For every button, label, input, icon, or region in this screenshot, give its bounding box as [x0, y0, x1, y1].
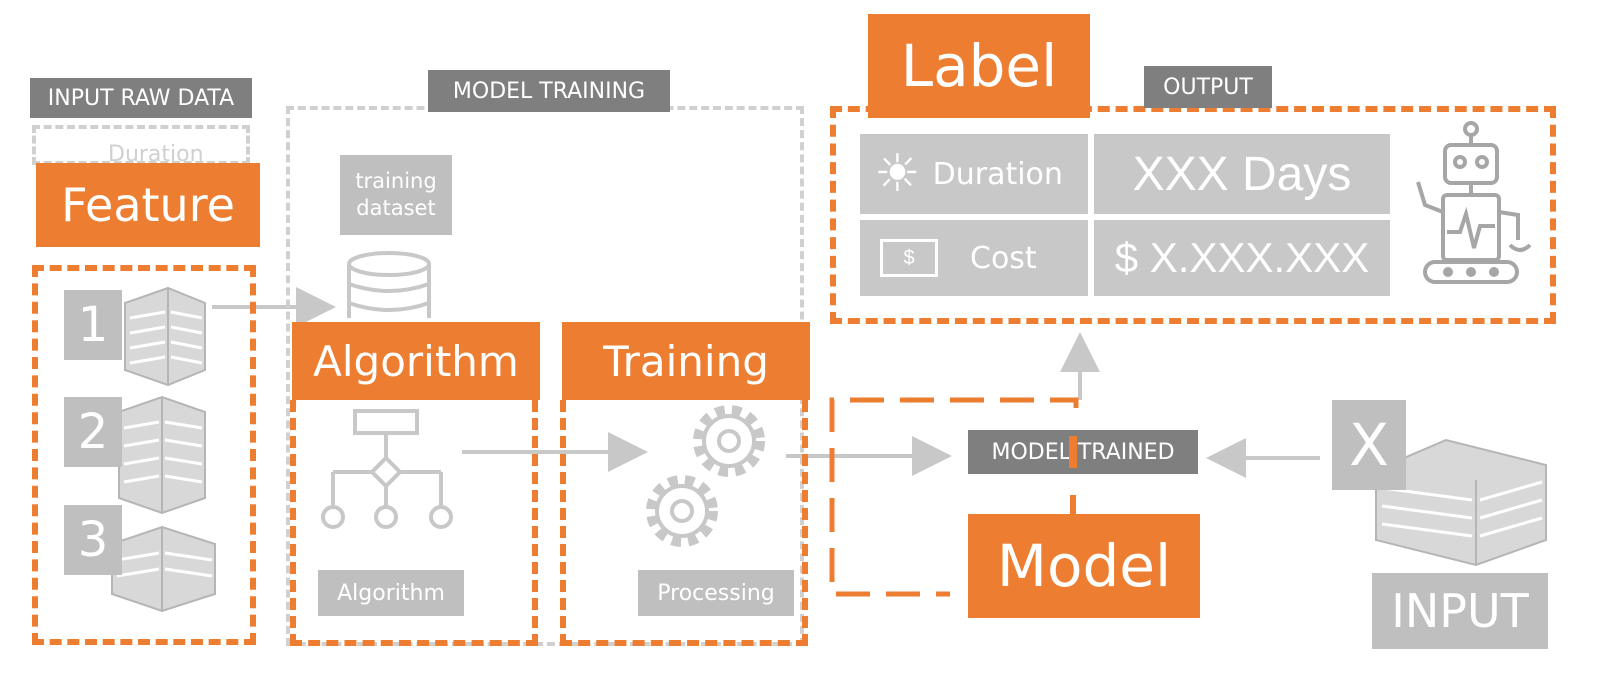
- training-header: Training: [562, 322, 810, 400]
- algorithm-header: Algorithm: [292, 322, 540, 400]
- feature-number-3: 3: [64, 505, 122, 575]
- model-trained-tag: MODEL TRAINED: [968, 430, 1198, 474]
- feature-box: [32, 265, 256, 645]
- training-dataset-line-1: training: [355, 168, 437, 193]
- input-marker: X: [1332, 400, 1406, 490]
- model-trained-tag-accent: [1069, 436, 1077, 468]
- training-dataset-line-2: dataset: [356, 196, 436, 220]
- output-row-duration-name-cell: ☀ Duration: [860, 134, 1088, 214]
- feature-number-2: 2: [64, 397, 122, 467]
- cost-value: $ X.XXX.XXX: [1114, 234, 1370, 281]
- algorithm-box: [290, 400, 538, 646]
- flowchart-icon: [321, 409, 453, 529]
- duration-value: XXX Days: [1132, 147, 1352, 201]
- building-icon-input: [1375, 438, 1547, 567]
- processing-caption: Processing: [638, 570, 794, 616]
- feature-number-1: 1: [64, 290, 122, 360]
- input-raw-data-peek-label: Duration: [108, 142, 204, 167]
- gears-icon: [646, 405, 765, 547]
- feature-label: Feature: [36, 163, 260, 247]
- model-label: Model: [968, 514, 1200, 618]
- duration-label: Duration: [932, 156, 1063, 192]
- algorithm-caption: Algorithm: [318, 570, 464, 616]
- training-box: [560, 400, 808, 646]
- database-icon: [347, 251, 431, 318]
- input-label: INPUT: [1372, 573, 1548, 649]
- building-icon-2: [118, 395, 206, 515]
- building-icon-3: [111, 525, 216, 613]
- output-row-duration-value-cell: XXX Days: [1094, 134, 1390, 214]
- building-icon-1: [124, 286, 206, 387]
- output-box: [830, 106, 1556, 324]
- model-training-title: MODEL TRAINING: [428, 70, 670, 112]
- output-row-cost-value-cell: $ X.XXX.XXX: [1094, 220, 1390, 296]
- model-dashed-bracket: [829, 397, 1079, 597]
- output-row-cost-name-cell: $ Cost: [860, 220, 1088, 296]
- cost-label: Cost: [970, 240, 1037, 276]
- output-title: OUTPUT: [1144, 66, 1272, 108]
- input-raw-data-title: INPUT RAW DATA: [30, 78, 252, 118]
- sun-icon: ☀: [874, 145, 921, 203]
- banknote-icon: $: [880, 239, 938, 277]
- robot-icon: [1416, 121, 1532, 284]
- training-dataset-label: training dataset: [340, 155, 452, 235]
- label-tag: Label: [868, 14, 1090, 118]
